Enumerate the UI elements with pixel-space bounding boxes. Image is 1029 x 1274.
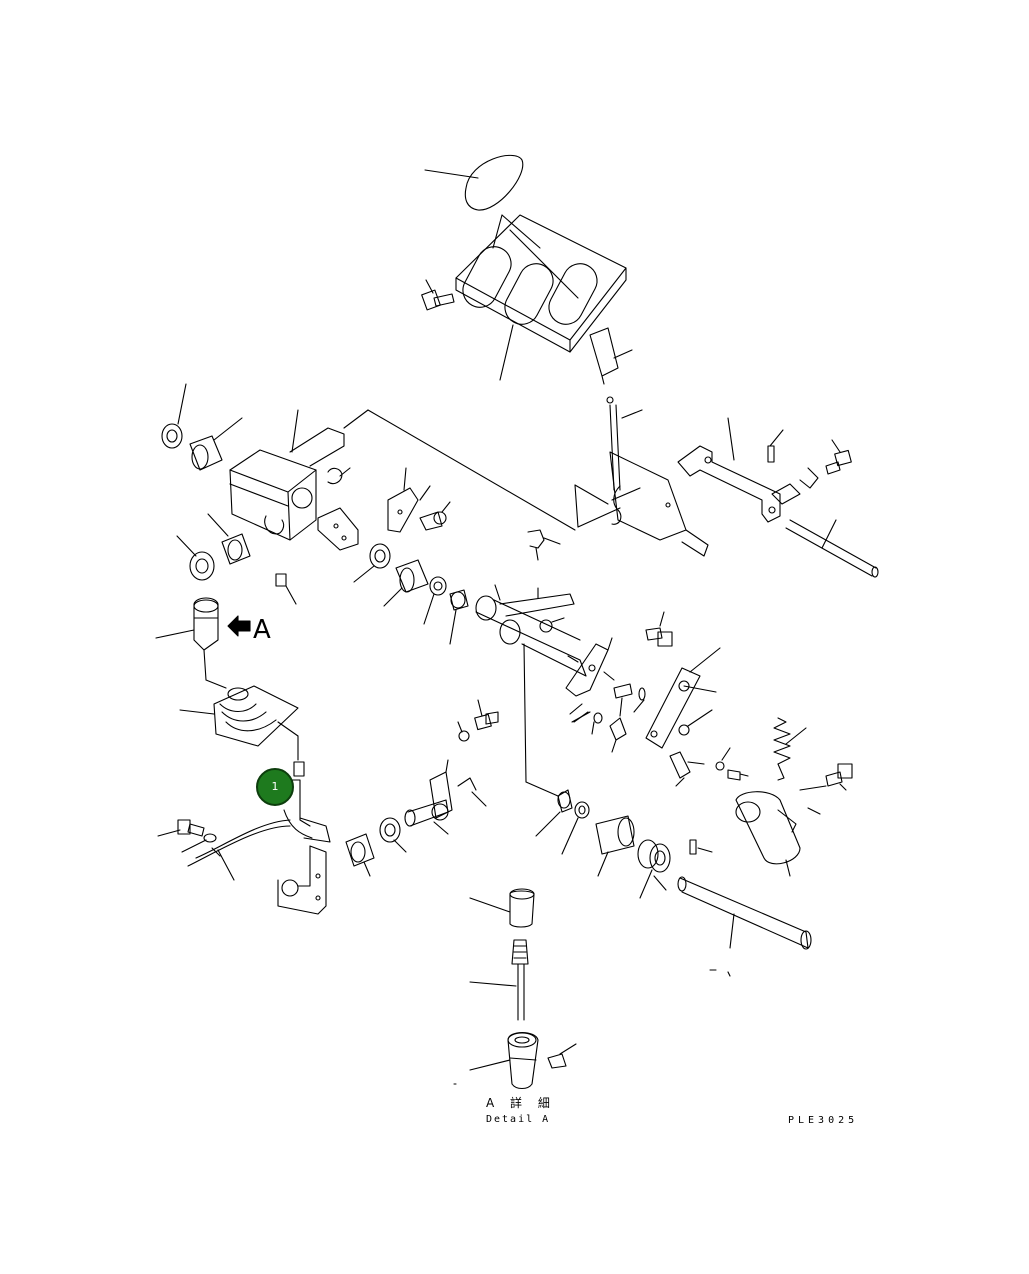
right-bolt bbox=[825, 439, 852, 475]
cable bbox=[187, 819, 291, 881]
pivot-bracket bbox=[404, 759, 487, 835]
right-bracket bbox=[677, 417, 879, 578]
shift-lever bbox=[277, 761, 331, 915]
main-shaft bbox=[475, 584, 587, 797]
detail-a-knob bbox=[453, 1031, 577, 1090]
double-washer bbox=[637, 839, 671, 899]
detail-caption-english: Detail A bbox=[486, 1114, 551, 1125]
view-a-label: A bbox=[253, 615, 271, 645]
small-pin bbox=[689, 839, 713, 855]
housing-plate bbox=[317, 467, 359, 551]
plate-bolt bbox=[421, 279, 455, 311]
detail-a-rod bbox=[469, 939, 529, 1021]
pedal-plate bbox=[455, 214, 627, 381]
lower-bolt bbox=[457, 699, 499, 742]
center-nut bbox=[561, 801, 590, 855]
left-washer bbox=[176, 535, 215, 581]
lower-shaft bbox=[677, 876, 812, 977]
mid-right-bolt bbox=[645, 611, 673, 647]
mid-bushing-1 bbox=[353, 543, 391, 583]
lower-washer bbox=[379, 817, 407, 853]
far-right-bolt bbox=[799, 763, 853, 791]
center-bushing bbox=[535, 789, 573, 837]
cylinder-cap bbox=[735, 791, 821, 877]
detail-a-cap bbox=[469, 888, 535, 928]
pedal-arm bbox=[574, 396, 709, 557]
spring bbox=[773, 717, 807, 781]
arrow-a bbox=[227, 615, 251, 637]
clevis-pin bbox=[669, 747, 749, 787]
detail-caption-japanese: A 詳 細 bbox=[486, 1096, 556, 1110]
callout-marker-1[interactable]: 1 bbox=[256, 768, 294, 806]
pedal-pad bbox=[424, 154, 524, 211]
left-bushing-2 bbox=[207, 513, 251, 565]
link-rod bbox=[343, 409, 369, 429]
left-bushing-1 bbox=[189, 417, 243, 471]
grease-fitting bbox=[527, 529, 561, 561]
left-knob bbox=[155, 597, 227, 689]
small-washers bbox=[569, 703, 713, 753]
shaft-flange bbox=[539, 617, 565, 633]
grease-nipple bbox=[275, 573, 297, 605]
mid-nut bbox=[423, 576, 447, 625]
drawing-code: PLE3025 bbox=[788, 1115, 859, 1126]
lower-bushing-1 bbox=[345, 833, 375, 877]
left-housing bbox=[229, 409, 345, 541]
callout-number: 1 bbox=[271, 780, 279, 793]
right-arm-plate bbox=[633, 647, 721, 749]
left-bolt bbox=[157, 819, 217, 853]
lever-boot bbox=[179, 685, 299, 761]
link-rod-line bbox=[367, 409, 576, 531]
clevis-bracket bbox=[565, 637, 633, 717]
left-nut bbox=[161, 383, 187, 449]
mid-bushing-2 bbox=[383, 559, 429, 607]
mid-bushing-3 bbox=[449, 589, 469, 645]
center-sleeve bbox=[595, 815, 635, 877]
small-bracket bbox=[387, 467, 451, 533]
rod-end bbox=[589, 327, 633, 385]
